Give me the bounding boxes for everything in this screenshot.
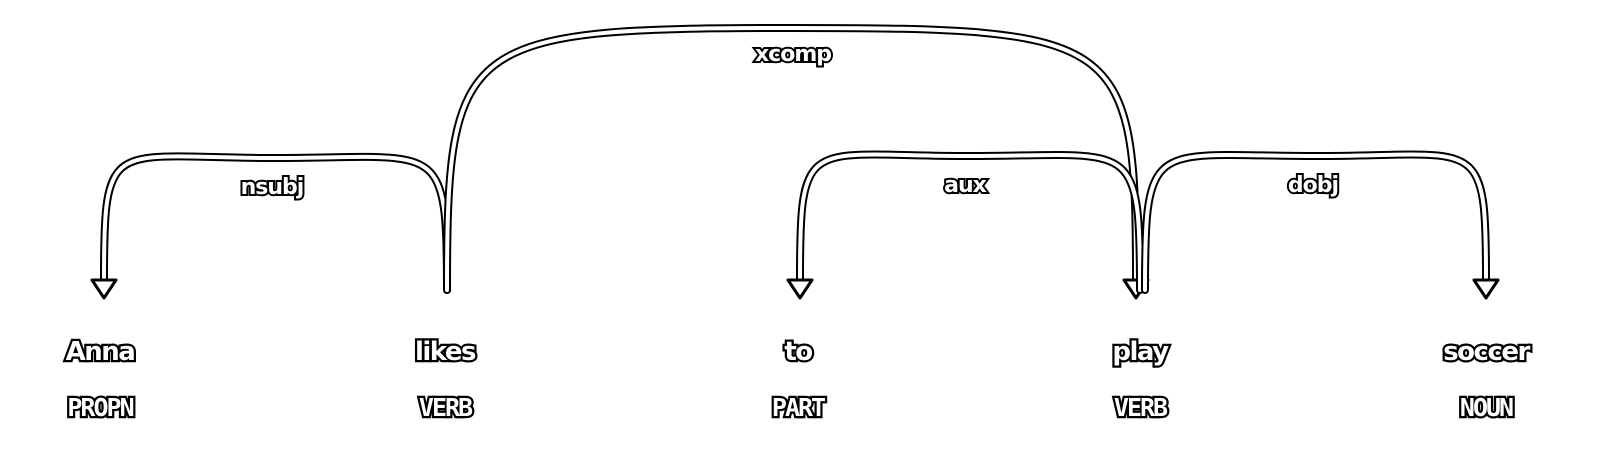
token-tag-anna: PROPN: [67, 393, 133, 422]
token-word-soccer: soccer: [1443, 337, 1530, 367]
token-tag-play: VERB: [1114, 393, 1168, 422]
arrowhead-icon: [786, 278, 814, 300]
arc-path-fill: [798, 152, 1142, 292]
arc-nsubj: nsubj: [90, 152, 451, 300]
token-word-to: to: [784, 337, 812, 367]
arc-label-dobj: dobj: [1288, 173, 1338, 198]
arc-path-fill: [445, 25, 1138, 292]
token-word-likes: likes: [415, 337, 476, 367]
token-word-play: play: [1112, 337, 1169, 367]
token-tag-likes: VERB: [419, 393, 473, 422]
arrowhead-icon: [1472, 278, 1500, 300]
token-tag-soccer: NOUN: [1460, 393, 1513, 422]
arc-label-xcomp: xcomp: [755, 42, 831, 67]
token-tag-to: PART: [772, 393, 825, 422]
arc-path-fill: [102, 154, 449, 292]
arc-path-fill: [1143, 152, 1488, 292]
token-word-anna: Anna: [66, 337, 135, 367]
arc-label-nsubj: nsubj: [241, 175, 304, 200]
arcs-layer: nsubj xcomp aux dobj: [90, 23, 1500, 300]
arrowhead-icon: [90, 278, 118, 300]
arc-aux: aux: [786, 150, 1144, 300]
arc-dobj: dobj: [1141, 150, 1500, 300]
tokens-layer: Anna PROPN likes VERB to PART play VERB …: [63, 335, 1534, 425]
arc-label-aux: aux: [944, 173, 987, 198]
